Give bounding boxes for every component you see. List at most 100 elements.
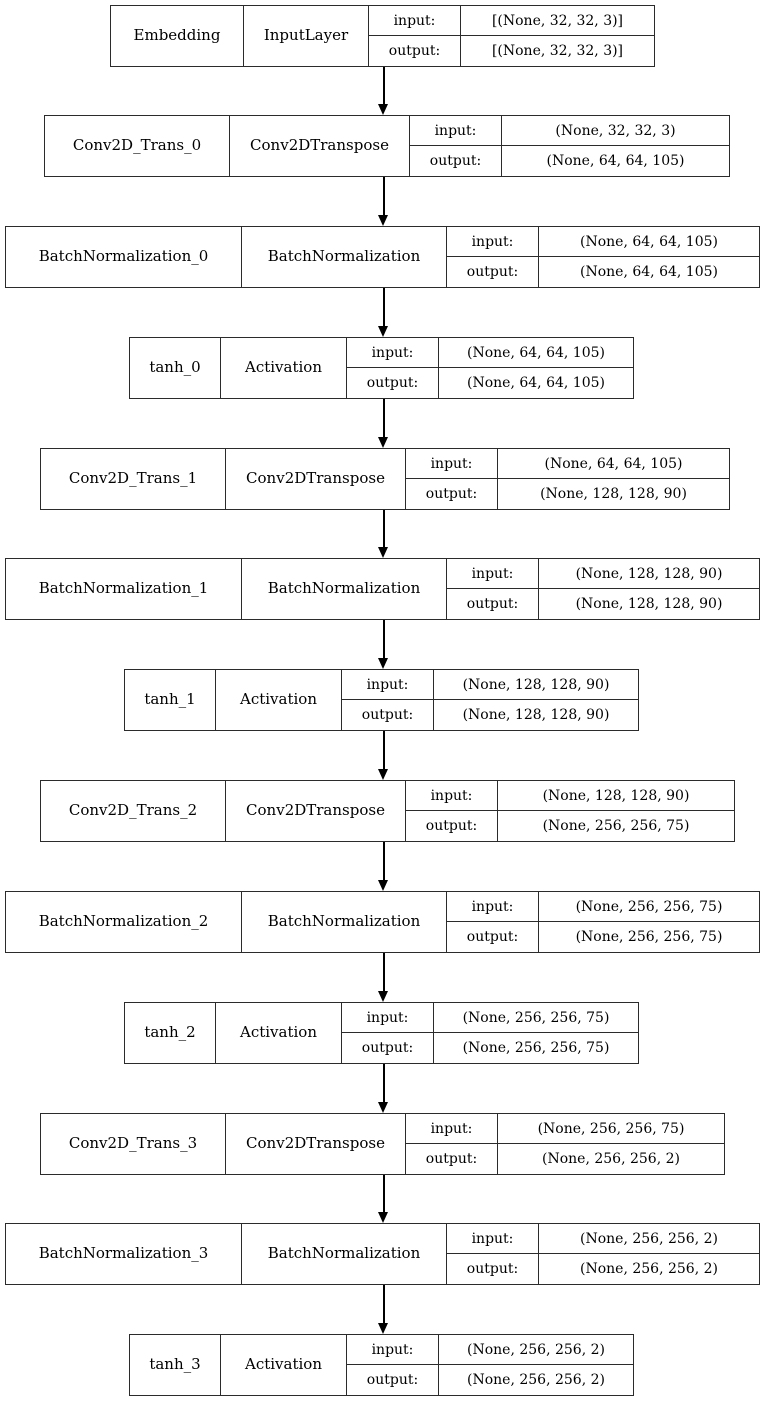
output-label: output: [447, 1254, 539, 1284]
layer-io-block: input: (None, 128, 128, 90)output: (None, … [342, 670, 638, 730]
output-shape: (None, 64, 64, 105) [546, 153, 685, 169]
layer-class: Activation [216, 670, 342, 730]
input-label: input: [410, 116, 502, 145]
output-label: output: [406, 479, 498, 509]
layer-name: tanh_2 [125, 1003, 216, 1063]
input-label: input: [447, 227, 539, 256]
output-label: output: [406, 811, 498, 841]
layer-input-row: input: (None, 128, 128, 90) [342, 670, 638, 700]
layer-class: BatchNormalization [242, 1224, 447, 1284]
input-shape: (None, 128, 128, 90) [462, 676, 610, 693]
input-label: input: [369, 6, 461, 35]
layer-name: Conv2D_Trans_2 [41, 781, 226, 841]
arrow-shaft [383, 1064, 385, 1103]
output-label: output: [447, 589, 539, 619]
layer-io-block: input:(None, 256, 256, 75)output: (None, … [447, 892, 759, 952]
output-shape: (None, 256, 256, 2) [467, 1372, 605, 1388]
arrow-shaft [383, 842, 385, 881]
layer-io-block: input:(None, 128, 128, 90)output: (None, … [447, 559, 759, 619]
output-label: output: [410, 146, 502, 176]
input-shape: (None, 64, 64, 105) [544, 455, 683, 472]
output-label: output: [406, 1144, 498, 1174]
arrow-head-icon [378, 215, 388, 226]
output-label: output: [369, 36, 461, 66]
edge-arrow [378, 177, 388, 226]
input-shape: (None, 128, 128, 90) [542, 787, 690, 804]
output-label: output: [447, 257, 539, 287]
layer-output-row: output:[(None, 32, 32, 3)] [369, 36, 654, 66]
layer-name: BatchNormalization_1 [6, 559, 242, 619]
layer-io-block: input:(None, 256, 256, 2)output:(None, 2… [347, 1335, 633, 1395]
layer-output-row: output: (None, 64, 64, 105) [410, 146, 729, 176]
arrow-shaft [383, 177, 385, 216]
layer-class: Conv2DTranspose [230, 116, 410, 176]
layer-io-block: input:(None, 32, 32, 3)output: (None, 64,… [410, 116, 729, 176]
layer-name: tanh_3 [130, 1335, 221, 1395]
arrow-head-icon [378, 547, 388, 558]
layer-name: Conv2D_Trans_1 [41, 449, 226, 509]
input-shape: (None, 256, 256, 75) [462, 1009, 610, 1026]
input-label: input: [406, 781, 498, 810]
layer-name: Conv2D_Trans_0 [45, 116, 230, 176]
arrow-shaft [383, 1285, 385, 1324]
layer-io-block: input: (None, 128, 128, 90)output: (None, … [406, 781, 734, 841]
output-label: output: [447, 922, 539, 952]
layer-class: BatchNormalization [242, 559, 447, 619]
arrow-shaft [383, 953, 385, 992]
arrow-head-icon [378, 1212, 388, 1223]
arrow-head-icon [378, 326, 388, 337]
layer-input-row: input: [(None, 32, 32, 3)] [369, 6, 654, 36]
input-label: input: [347, 338, 439, 367]
layer-io-block: input: (None, 64, 64, 105) output:(None, 6… [347, 338, 633, 398]
input-label: input: [342, 670, 434, 699]
arrow-shaft [383, 510, 385, 548]
output-label: output: [342, 700, 434, 730]
layer-input-row: input:(None, 128, 128, 90) [447, 559, 759, 589]
layer-class: BatchNormalization [242, 227, 447, 287]
layer-output-row: output:(None, 64, 64, 105) [347, 368, 633, 398]
layer-output-row: output: (None, 128, 128, 90) [447, 589, 759, 619]
input-shape: [(None, 32, 32, 3)] [491, 12, 624, 29]
layer-input-row: input:(None, 32, 32, 3) [410, 116, 729, 146]
layer-io-block: input: (None, 64, 64, 105)output: (None, 6… [447, 227, 759, 287]
output-label: output: [347, 1365, 439, 1395]
edge-arrow [378, 288, 388, 337]
layer-input-row: input: (None, 64, 64, 105) [447, 227, 759, 257]
edge-arrow [378, 1064, 388, 1113]
arrow-shaft [383, 731, 385, 770]
arrow-head-icon [378, 880, 388, 891]
layer-input-row: input: (None, 64, 64, 105) [347, 338, 633, 368]
input-shape: (None, 64, 64, 105) [580, 233, 718, 250]
input-shape: (None, 64, 64, 105) [467, 344, 605, 361]
layer-io-block: input:(None, 256, 256, 75)output:(None, … [406, 1114, 724, 1174]
layer-input-row: input:(None, 256, 256, 75) [447, 892, 759, 922]
layer-io-block: input:(None, 64, 64, 105)output:(None, 1… [406, 449, 729, 509]
layer-name: tanh_0 [130, 338, 221, 398]
edge-arrow [378, 1285, 388, 1334]
layer-input-row: input: (None, 128, 128, 90) [406, 781, 734, 811]
output-shape: (None, 128, 128, 90) [575, 596, 723, 612]
input-shape: (None, 256, 256, 2) [467, 1341, 605, 1358]
output-shape: (None, 256, 256, 2) [542, 1151, 680, 1167]
arrow-head-icon [378, 1102, 388, 1113]
layer-name: Embedding [111, 6, 244, 66]
input-label: input: [447, 1224, 539, 1253]
layer-output-row: output: (None, 256, 256, 2) [406, 1144, 724, 1174]
arrow-shaft [383, 1175, 385, 1213]
layer-class: InputLayer [244, 6, 369, 66]
layer-class: Conv2DTranspose [226, 1114, 406, 1174]
output-shape: (None, 256, 256, 75) [575, 929, 723, 945]
